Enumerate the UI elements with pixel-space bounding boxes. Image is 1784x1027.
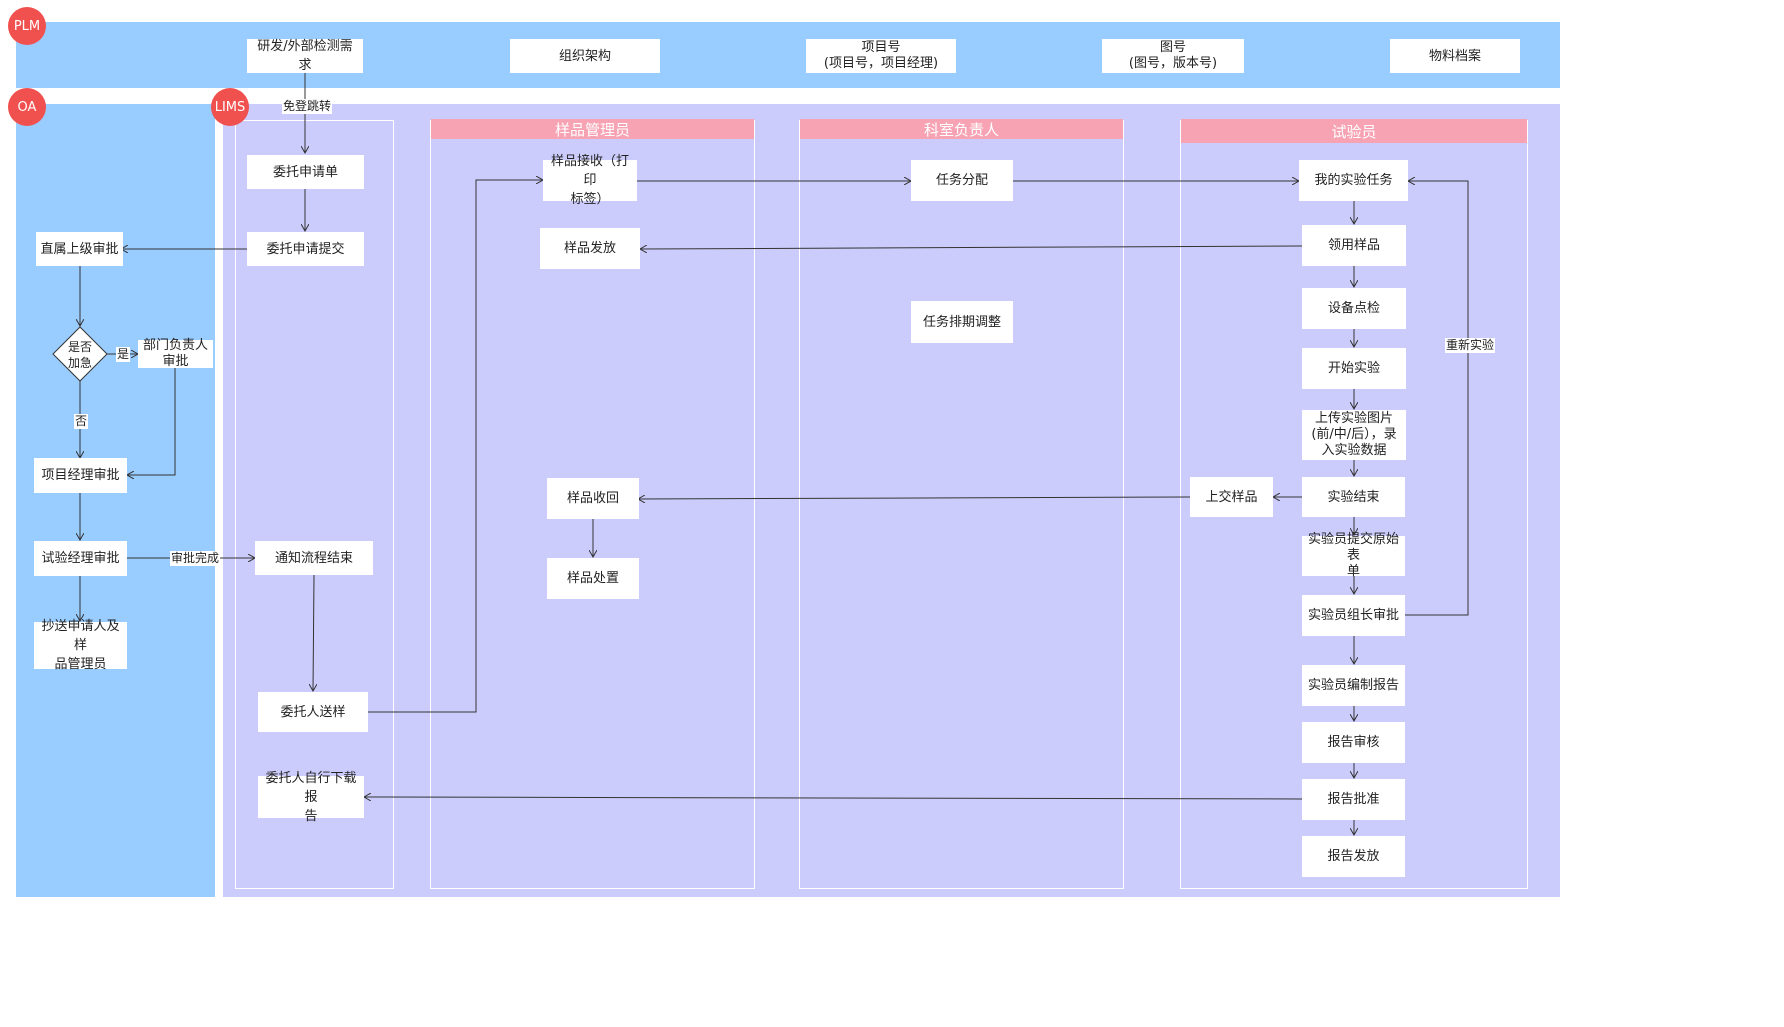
oa-test-manager-approval[interactable]: 试验经理审批	[34, 541, 127, 576]
tester-leader-approval[interactable]: 实验员组长审批	[1302, 595, 1405, 636]
lims-download-report[interactable]: 委托人自行下载报 告	[258, 771, 364, 824]
oa-pm-approval[interactable]: 项目经理审批	[34, 458, 127, 493]
plm-badge: PLM	[8, 7, 46, 45]
tester-upload[interactable]: 上传实验图片 (前/中/后），录 入实验数据	[1302, 410, 1406, 460]
sample-dispatch[interactable]: 样品发放	[540, 228, 640, 269]
sample-receive[interactable]: 样品接收（打印 标签）	[543, 154, 637, 207]
oa-badge: OA	[8, 88, 46, 126]
plm-drawing-no[interactable]: 图号 (图号，版本号)	[1102, 39, 1244, 73]
sample-recover[interactable]: 样品收回	[547, 478, 639, 519]
edge-approve-to-download	[364, 797, 1303, 799]
edge-leader-retest	[1405, 181, 1469, 616]
urgent-decision-diamond	[52, 326, 108, 382]
sample-dispose[interactable]: 样品处置	[547, 558, 639, 599]
edge-dept-to-pm	[127, 368, 176, 475]
edge-send-to-receive	[368, 180, 543, 713]
head-assign[interactable]: 任务分配	[911, 160, 1013, 201]
head-reschedule[interactable]: 任务排期调整	[911, 301, 1013, 343]
plm-rnd-request[interactable]: 研发/外部检测需求	[247, 39, 363, 73]
tester-collect[interactable]: 领用样品	[1302, 225, 1406, 266]
oa-dept-head-approval[interactable]: 部门负责人 审批	[138, 338, 213, 369]
tester-inspect[interactable]: 设备点检	[1302, 288, 1406, 329]
edge-return-to-recover	[638, 497, 1191, 499]
edge-label-yes: 是	[116, 347, 131, 362]
edge-notify-to-send	[313, 574, 314, 691]
tester-issue[interactable]: 报告发放	[1302, 836, 1405, 877]
edge-label-no: 否	[74, 414, 89, 429]
oa-direct-approval[interactable]: 直属上级审批	[36, 232, 123, 266]
plm-org-structure[interactable]: 组织架构	[510, 39, 660, 73]
edge-label-approved: 审批完成	[170, 551, 221, 566]
lims-badge: LIMS	[211, 88, 249, 126]
tester-review[interactable]: 报告审核	[1302, 722, 1405, 763]
oa-cc-applicant[interactable]: 抄送申请人及样 品管理员	[34, 619, 127, 672]
oa-urgent-decision-text: 是否 加急	[67, 340, 92, 370]
edge-collect-to-dispatch	[640, 246, 1303, 249]
lims-lane-applicant	[235, 120, 394, 889]
lane-header-section-head: 科室负责人	[800, 119, 1123, 139]
edge-label-sso: 免登跳转	[282, 99, 333, 114]
tester-approve[interactable]: 报告批准	[1302, 779, 1405, 820]
lims-entrust-submit[interactable]: 委托申请提交	[247, 232, 364, 266]
lims-entrust-form[interactable]: 委托申请单	[247, 155, 364, 189]
tester-return-sample[interactable]: 上交样品	[1190, 477, 1273, 517]
plm-material-file[interactable]: 物料档案	[1390, 39, 1520, 73]
plm-project-no[interactable]: 项目号 (项目号，项目经理)	[806, 39, 956, 73]
lane-header-sample-manager: 样品管理员	[431, 119, 754, 139]
lims-notify-end[interactable]: 通知流程结束	[255, 541, 373, 575]
edge-label-retest: 重新实验	[1445, 338, 1496, 353]
tester-my-tasks[interactable]: 我的实验任务	[1299, 160, 1408, 201]
tester-start[interactable]: 开始实验	[1302, 348, 1406, 389]
tester-write-report[interactable]: 实验员编制报告	[1302, 665, 1405, 706]
lims-send-sample[interactable]: 委托人送样	[258, 692, 368, 732]
tester-submit-raw[interactable]: 实验员提交原始表 单	[1302, 532, 1405, 579]
tester-finish[interactable]: 实验结束	[1302, 477, 1405, 517]
lane-header-tester: 试验员	[1181, 119, 1527, 143]
